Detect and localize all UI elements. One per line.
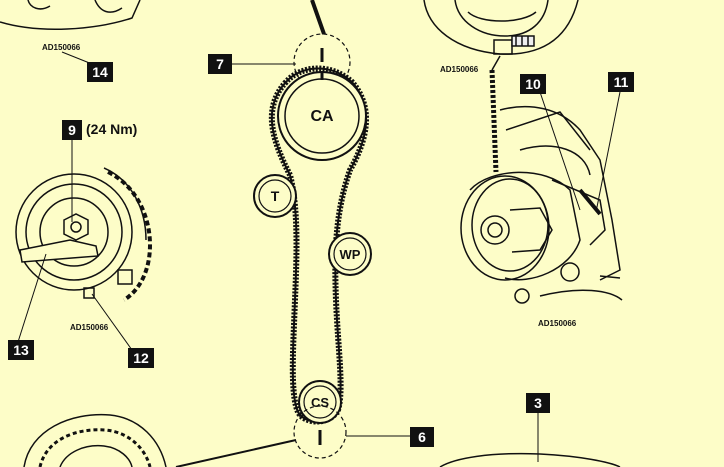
callout-7: 7	[208, 54, 232, 74]
callout-10: 10	[520, 74, 546, 94]
callout-9: 9	[62, 120, 82, 140]
crankshaft-pulley: CS	[298, 380, 342, 424]
tensioner-pulley: T	[253, 174, 297, 218]
svg-text:13: 13	[13, 342, 29, 358]
crankshaft-label: CS	[311, 395, 329, 410]
svg-text:10: 10	[525, 76, 541, 92]
callout-12: 12	[128, 348, 154, 368]
callout-6: 6	[410, 427, 434, 447]
top-left-detail	[0, 0, 141, 30]
ref-code-mid-right: AD150066	[538, 319, 577, 328]
callout-11: 11	[608, 72, 634, 92]
ref-code-top-right: AD150066	[440, 65, 479, 74]
torque-spec: (24 Nm)	[86, 121, 137, 137]
svg-text:3: 3	[534, 395, 542, 411]
left-tensioner-detail	[15, 167, 153, 302]
svg-text:7: 7	[216, 56, 224, 72]
top-right-detail	[423, 0, 579, 71]
water-pump-pulley: WP	[328, 232, 372, 276]
svg-text:14: 14	[92, 64, 108, 80]
leader-13	[17, 253, 47, 343]
water-pump-label: WP	[340, 247, 361, 262]
tensioner-label: T	[271, 188, 280, 204]
svg-text:12: 12	[133, 350, 149, 366]
callout-14: 14	[87, 62, 113, 82]
camshaft-pulley: CA	[277, 71, 367, 161]
leader-10	[539, 91, 581, 211]
ref-code-top-left: AD150066	[42, 43, 81, 52]
bottom-right-detail	[439, 452, 621, 467]
crankshaft-timing-mark	[293, 405, 347, 459]
svg-text:11: 11	[614, 74, 629, 90]
callout-13: 13	[8, 340, 34, 360]
callout-3: 3	[526, 393, 550, 413]
ref-code-mid-left: AD150066	[70, 323, 109, 332]
right-tensioner-detail	[460, 69, 623, 304]
svg-text:9: 9	[68, 122, 76, 138]
leader-12	[91, 293, 133, 351]
bottom-left-sprocket	[23, 413, 297, 467]
svg-text:6: 6	[418, 429, 426, 445]
camshaft-label: CA	[310, 108, 334, 125]
leader-11	[595, 91, 621, 213]
